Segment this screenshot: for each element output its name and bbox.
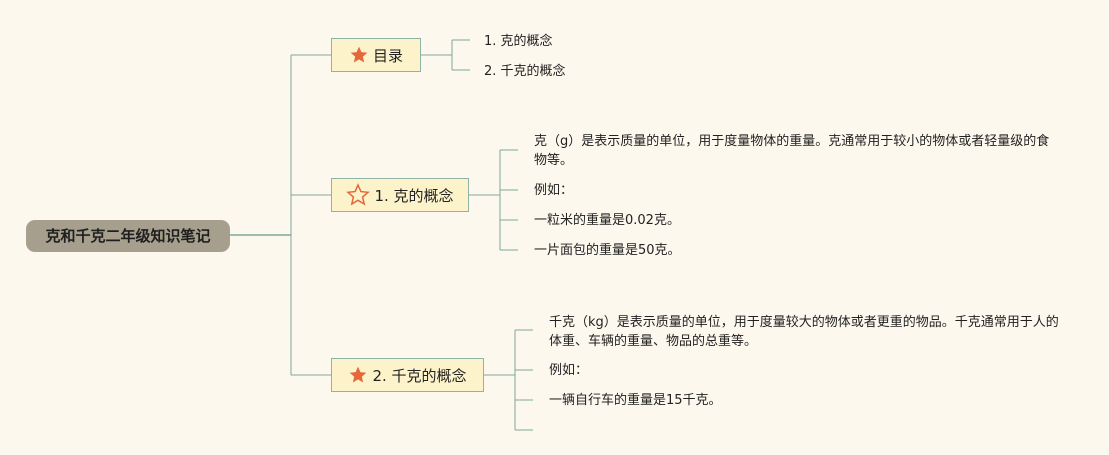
filled-star-icon — [349, 45, 369, 65]
branch-gram[interactable]: 1. 克的概念 — [331, 178, 469, 212]
leaf-text[interactable]: 千克（kg）是表示质量的单位，用于度量较大的物体或者更重的物品。千克通常用于人的… — [549, 315, 1059, 349]
branch-kilogram[interactable]: 2. 千克的概念 — [331, 358, 484, 392]
connector-gram — [469, 149, 518, 251]
toc-item[interactable]: 2. 千克的概念 — [484, 64, 566, 79]
leaf-text[interactable]: 一辆自行车的重量是15千克。 — [549, 393, 722, 408]
leaf-text[interactable]: 例如： — [534, 183, 574, 198]
toc-item[interactable]: 1. 克的概念 — [484, 34, 553, 49]
branch-label: 1. 克的概念 — [374, 186, 454, 205]
branch-label: 2. 千克的概念 — [372, 366, 467, 385]
connector-toc — [420, 39, 470, 71]
leaf-text[interactable]: 一片面包的重量是50克。 — [534, 243, 681, 258]
leaf-text[interactable]: 克（g）是表示质量的单位，用于度量物体的重量。克通常用于较小的物体或者轻量级的食… — [534, 134, 1050, 168]
connector-kilogram — [484, 329, 533, 431]
outline-star-icon — [346, 183, 371, 207]
leaf-text[interactable]: 一粒米的重量是0.02克。 — [534, 213, 680, 228]
leaf-text[interactable]: 例如： — [549, 363, 589, 378]
root-topic[interactable]: 克和千克二年级知识笔记 — [26, 220, 230, 252]
branch-label: 目录 — [372, 46, 403, 65]
filled-star-icon — [348, 365, 368, 385]
branch-toc[interactable]: 目录 — [331, 38, 421, 72]
